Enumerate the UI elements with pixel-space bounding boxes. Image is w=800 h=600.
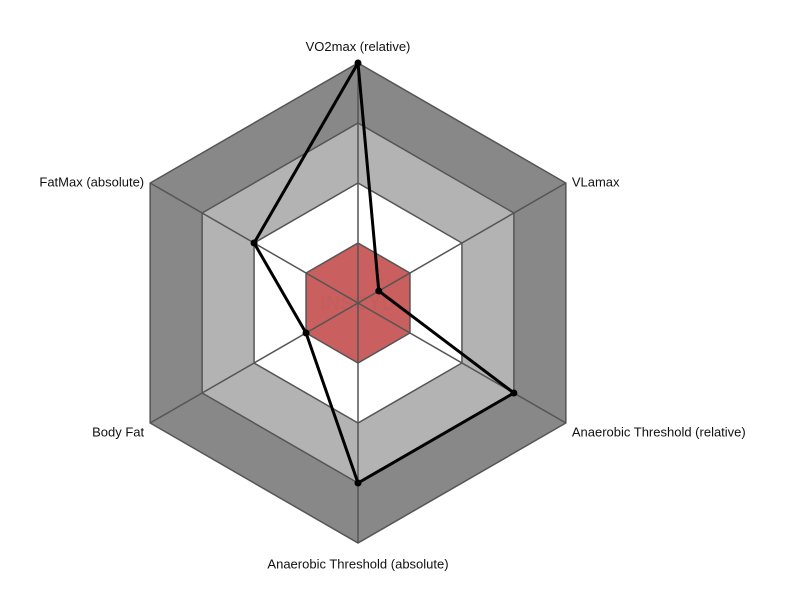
radar-spoke bbox=[357, 182, 567, 304]
series-point-2[interactable] bbox=[375, 287, 383, 295]
axis-label-2: VLamax bbox=[572, 174, 620, 189]
axis-label-3: Anaerobic Threshold (relative) bbox=[572, 425, 746, 440]
axis-label-6: FatMax (absolute) bbox=[39, 174, 144, 189]
series-point-5[interactable] bbox=[302, 329, 310, 337]
series-point-3[interactable] bbox=[510, 389, 518, 397]
radar-spoke bbox=[357, 302, 567, 424]
series-point-1[interactable] bbox=[354, 59, 362, 67]
series-point-4[interactable] bbox=[354, 479, 362, 487]
radar-spokes bbox=[149, 63, 567, 543]
axis-label-5: Body Fat bbox=[92, 425, 144, 440]
radar-spoke bbox=[149, 302, 359, 424]
axis-label-4: Anaerobic Threshold (absolute) bbox=[267, 557, 448, 572]
radar-series bbox=[250, 59, 518, 487]
series-point-6[interactable] bbox=[250, 239, 258, 247]
axis-label-1: VO2max (relative) bbox=[306, 39, 411, 54]
